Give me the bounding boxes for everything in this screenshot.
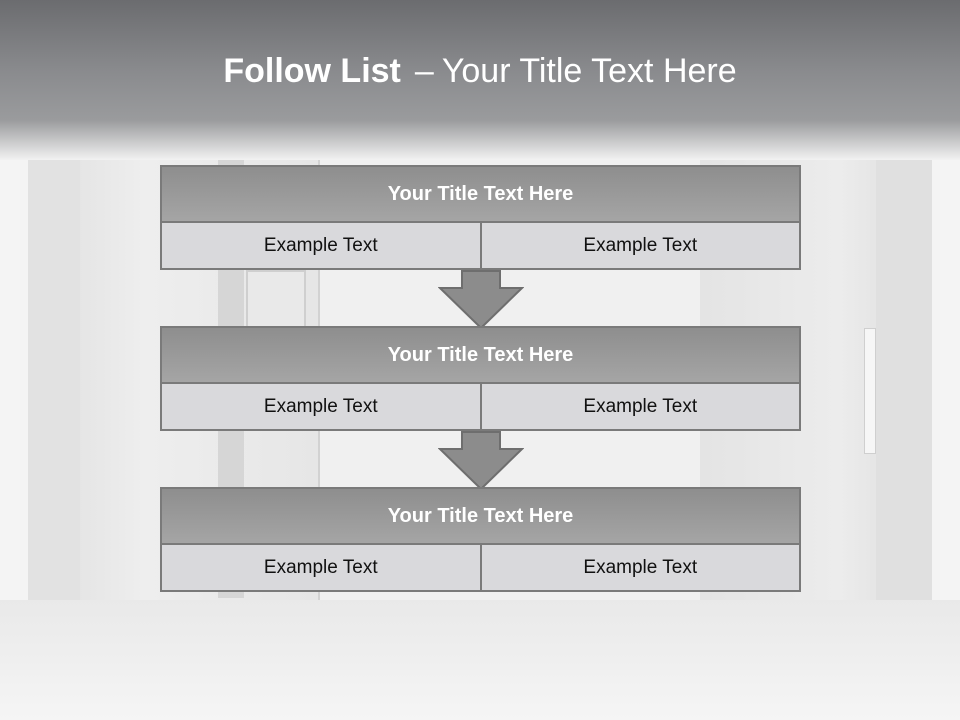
block-title: Your Title Text Here	[160, 326, 801, 382]
title-rest: Your Title Text Here	[441, 52, 737, 90]
title-separator: –	[414, 52, 434, 90]
flow-block-1: Your Title Text Here Example Text Exampl…	[160, 165, 801, 270]
block-cell-left: Example Text	[160, 543, 482, 592]
block-cell-left: Example Text	[160, 221, 482, 270]
flow-block-2: Your Title Text Here Example Text Exampl…	[160, 326, 801, 431]
slide-title: Follow List–Your Title Text Here	[0, 52, 960, 91]
block-row: Example Text Example Text	[160, 382, 801, 431]
flow-block-3: Your Title Text Here Example Text Exampl…	[160, 487, 801, 592]
down-arrow-icon	[438, 270, 524, 330]
block-title: Your Title Text Here	[160, 165, 801, 221]
block-cell-right: Example Text	[481, 543, 801, 592]
header-band: Follow List–Your Title Text Here	[0, 0, 960, 160]
block-row: Example Text Example Text	[160, 543, 801, 592]
background-fridge-handle	[864, 328, 876, 454]
block-cell-left: Example Text	[160, 382, 482, 431]
block-row: Example Text Example Text	[160, 221, 801, 270]
background-fridge-right-edge	[876, 128, 932, 624]
block-title: Your Title Text Here	[160, 487, 801, 543]
background-dispenser	[246, 270, 306, 330]
block-cell-right: Example Text	[481, 382, 801, 431]
background-floor	[0, 600, 960, 720]
down-arrow-icon	[438, 431, 524, 491]
block-cell-right: Example Text	[481, 221, 801, 270]
title-bold: Follow List	[223, 52, 401, 90]
background-fridge-left-edge	[28, 128, 80, 620]
